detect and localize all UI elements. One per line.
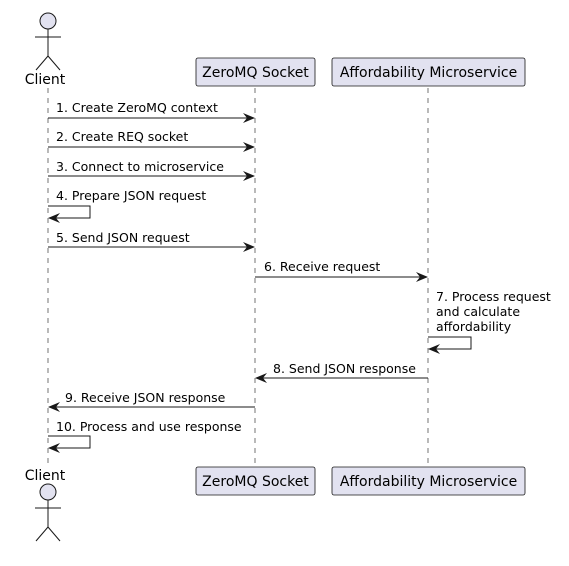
message-10-label: 10. Process and use response xyxy=(56,419,242,434)
participant-service-label-top: Affordability Microservice xyxy=(340,65,517,81)
participant-socket-label-bottom: ZeroMQ Socket xyxy=(202,474,309,490)
message-5-label: 5. Send JSON request xyxy=(56,230,190,245)
participant-socket-top: ZeroMQ Socket xyxy=(195,57,316,87)
message-7-label-line-1: 7. Process request xyxy=(436,289,551,304)
actor-client-bottom: Client xyxy=(25,468,66,542)
message-3-label: 3. Connect to microservice xyxy=(56,159,224,174)
actor-client-top: Client xyxy=(25,12,66,88)
message-7-label-line-3: affordability xyxy=(436,319,512,334)
participant-service-bottom: Affordability Microservice xyxy=(331,466,526,496)
message-9-label: 9. Receive JSON response xyxy=(65,390,226,405)
message-4-label: 4. Prepare JSON request xyxy=(56,188,206,203)
participant-socket-label-top: ZeroMQ Socket xyxy=(202,65,309,81)
participant-service-top: Affordability Microservice xyxy=(331,57,526,87)
actor-client-label-top: Client xyxy=(25,72,66,88)
participant-socket-bottom: ZeroMQ Socket xyxy=(195,466,316,496)
message-10-arrow xyxy=(48,435,91,453)
message-1-label: 1. Create ZeroMQ context xyxy=(56,100,218,115)
message-8-label: 8. Send JSON response xyxy=(273,361,416,376)
message-7-label-line-2: and calculate xyxy=(436,304,520,319)
message-2-label: 2. Create REQ socket xyxy=(56,129,188,144)
participant-service-label-bottom: Affordability Microservice xyxy=(340,474,517,490)
message-6-label: 6. Receive request xyxy=(264,259,380,274)
actor-client-label-bottom: Client xyxy=(25,468,66,484)
message-4-arrow xyxy=(48,205,91,223)
message-7-arrow xyxy=(428,336,472,354)
